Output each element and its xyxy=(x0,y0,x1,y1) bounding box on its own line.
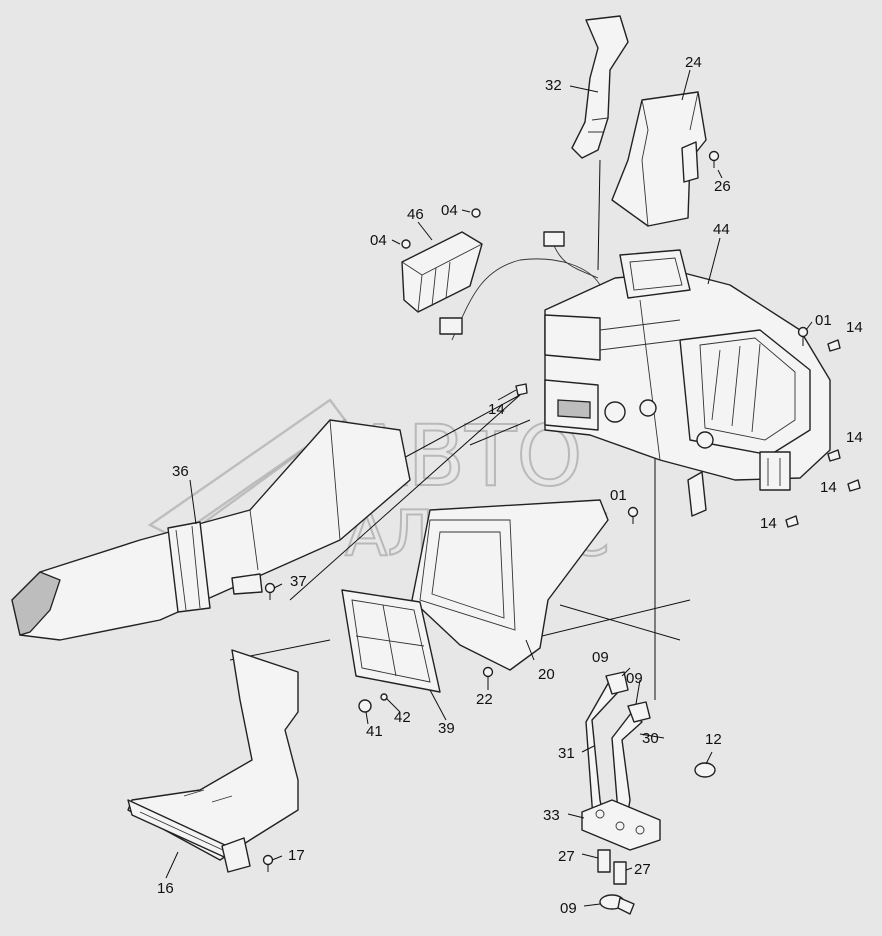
callout-22: 22 xyxy=(476,691,493,708)
bolt-41-42 xyxy=(358,693,388,713)
callout-14-lower: 14 xyxy=(760,515,777,532)
callout-labels: 32 24 26 46 04 04 44 01 14 14 14 14 14 0… xyxy=(157,54,863,917)
part-filter-housing-20 xyxy=(411,499,609,671)
callout-14-upper-right: 14 xyxy=(846,319,863,336)
part-bracket xyxy=(627,471,707,524)
callout-17: 17 xyxy=(288,847,305,864)
part-duct-32 xyxy=(571,15,629,159)
callout-30: 30 xyxy=(642,730,659,747)
part-filter-39 xyxy=(341,589,441,693)
callout-31: 31 xyxy=(558,745,575,762)
callout-01-upper: 01 xyxy=(815,312,832,329)
bolt-26 xyxy=(708,150,720,168)
callout-09-lower: 09 xyxy=(560,900,577,917)
wire-harness xyxy=(439,231,601,341)
callout-09-left: 09 xyxy=(592,649,609,666)
hoses-30-31 xyxy=(585,671,651,833)
callout-44: 44 xyxy=(713,221,730,238)
part-plate-33 xyxy=(581,799,661,851)
callout-41: 41 xyxy=(366,723,383,740)
bolt-37 xyxy=(264,582,276,600)
part-relay-box-46 xyxy=(401,208,483,313)
bolt-22 xyxy=(482,666,494,684)
callout-42: 42 xyxy=(394,709,411,726)
callout-24: 24 xyxy=(685,54,702,71)
callout-26: 26 xyxy=(714,178,731,195)
callout-33: 33 xyxy=(543,807,560,824)
callout-09-right: 09 xyxy=(626,670,643,687)
callout-04-right: 04 xyxy=(441,202,458,219)
bolt-01-upper xyxy=(797,326,809,346)
cap-12 xyxy=(694,762,716,778)
part-duct-16 xyxy=(127,649,299,873)
callout-20: 20 xyxy=(538,666,555,683)
part-hvac-unit-44 xyxy=(544,249,831,491)
callout-37: 37 xyxy=(290,573,307,590)
part-duct-24 xyxy=(611,91,707,227)
bolt-17 xyxy=(262,854,274,872)
callout-leaders xyxy=(165,69,813,907)
clamp-09-lower xyxy=(599,894,635,915)
callout-14-right-mid: 14 xyxy=(846,429,863,446)
callout-39: 39 xyxy=(438,720,455,737)
callout-14-right-lower: 14 xyxy=(820,479,837,496)
callout-27-right: 27 xyxy=(634,861,651,878)
clips-14 xyxy=(515,339,861,528)
callout-16: 16 xyxy=(157,880,174,897)
callout-27-left: 27 xyxy=(558,848,575,865)
callout-14-center: 14 xyxy=(488,401,505,418)
callout-04-left: 04 xyxy=(370,232,387,249)
callout-32: 32 xyxy=(545,77,562,94)
part-duct-36 xyxy=(11,419,411,641)
callout-36: 36 xyxy=(172,463,189,480)
callout-46: 46 xyxy=(407,206,424,223)
fittings-27 xyxy=(597,849,627,885)
callout-12: 12 xyxy=(705,731,722,748)
callout-01-lower: 01 xyxy=(610,487,627,504)
